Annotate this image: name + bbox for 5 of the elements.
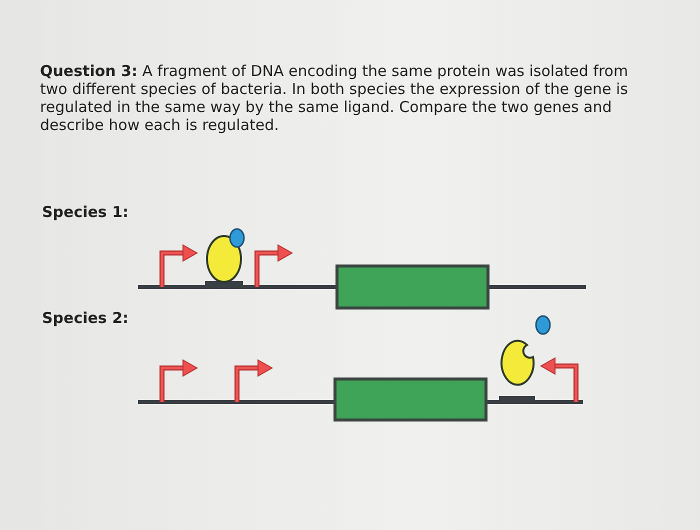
species-label: Species 2: [42,309,130,327]
gene-box [334,378,488,422]
gene-box [336,264,490,310]
species-label: Species 1: [42,203,130,221]
question-text: Question 3: A fragment of DNA encoding the same protein was isolated from two different species of bacteria. In both species the expression of the gene is regulated in the same way by the same ligand. Compare the two genes and describe how each is regulated. [40,62,630,134]
